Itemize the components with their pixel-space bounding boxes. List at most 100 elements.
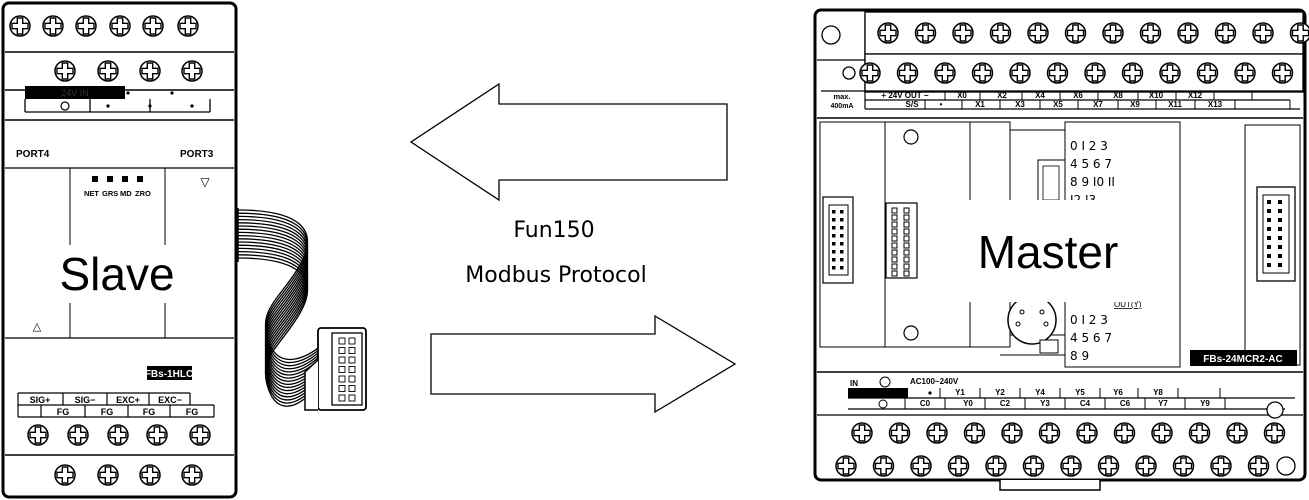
master-label: Master bbox=[978, 226, 1119, 278]
terminal-label: C0 bbox=[920, 399, 931, 408]
master-bottom-screw-icon bbox=[872, 455, 895, 477]
master-top-screw-icon bbox=[1121, 62, 1144, 84]
master-bottom-screw-icon bbox=[1151, 422, 1173, 444]
master-bottom-screw-icon bbox=[926, 422, 948, 444]
slave-port4-label: PORT4 bbox=[16, 149, 50, 160]
input-led-row-2: 4 5 6 7 bbox=[1070, 157, 1112, 171]
terminal-label: X2 bbox=[997, 91, 1007, 100]
master-power-in-label: IN bbox=[850, 379, 858, 388]
terminal-label: X9 bbox=[1130, 100, 1140, 109]
terminal-label: X1 bbox=[975, 100, 985, 109]
terminal-label: Y8 bbox=[1153, 388, 1163, 397]
master-bottom-screw-icon bbox=[1060, 455, 1082, 477]
terminal-label: Y5 bbox=[1075, 388, 1085, 397]
terminal-label: X4 bbox=[1035, 91, 1045, 100]
terminal-label: • bbox=[940, 100, 943, 109]
master-bottom-screw-icon bbox=[1188, 422, 1211, 444]
output-led-row-3: 8 9 bbox=[1070, 349, 1089, 363]
ground-icon bbox=[60, 101, 70, 111]
slave-label-backdrop bbox=[40, 245, 190, 303]
slave-bottom-screw-icon bbox=[67, 424, 89, 446]
terminal-label: Y4 bbox=[1035, 388, 1045, 397]
master-top-screw-icon bbox=[1027, 22, 1049, 44]
slave-top-screw-icon bbox=[97, 60, 119, 82]
slave-bottom-screw-icon bbox=[189, 424, 211, 446]
ribbon-cable bbox=[237, 208, 367, 411]
master-bottom-screw-icon bbox=[888, 422, 911, 444]
master-top-screw-icon bbox=[1084, 62, 1106, 84]
master-top-screw-icon bbox=[1271, 62, 1294, 84]
output-led-row-2: 4 5 6 7 bbox=[1070, 331, 1112, 345]
master-top-screw-icon bbox=[1064, 22, 1087, 44]
terminal-label: X0 bbox=[957, 91, 967, 100]
master-bottom-screw-icon bbox=[910, 455, 932, 477]
master-bottom-screw-icon bbox=[851, 422, 873, 444]
slave-led-zro: ZRO bbox=[135, 189, 151, 198]
protocol-name-label: Modbus Protocol bbox=[465, 263, 646, 288]
slave-label: Slave bbox=[59, 248, 174, 300]
terminal-label: Y6 bbox=[1113, 388, 1123, 397]
slave-port3-label: PORT3 bbox=[180, 149, 214, 160]
slave-module: 24V IN PORT4 PORT3 ▽ △ NET GRS M bbox=[1, 1, 238, 499]
terminal-label: S/S bbox=[906, 100, 920, 109]
master-top-screw-icon bbox=[1159, 62, 1181, 84]
terminal-label: Y3 bbox=[1040, 399, 1050, 408]
slave-port3-arrow-icon: ▽ bbox=[200, 175, 210, 189]
terminal-label: Y0 bbox=[963, 399, 973, 408]
terminal-label: X11 bbox=[1168, 100, 1182, 109]
master-top-screw-icon bbox=[1252, 22, 1274, 44]
master-bottom-screw-icon bbox=[1226, 422, 1248, 444]
protocol-function-label: Fun150 bbox=[513, 218, 594, 243]
slave-term-sig-plus: SIG+ bbox=[30, 395, 51, 405]
master-top-screw-icon bbox=[1009, 62, 1031, 84]
terminal-label: Y1 bbox=[955, 388, 965, 397]
input-led-row-1: 0 I 2 3 bbox=[1070, 139, 1108, 153]
master-top-screw-icon bbox=[934, 62, 956, 84]
master-top-screw-icon bbox=[1234, 62, 1256, 84]
master-to-slave-arrow bbox=[409, 82, 728, 202]
terminal-label: X3 bbox=[1015, 100, 1025, 109]
slave-top-screw-icon bbox=[42, 15, 64, 37]
terminal-label: C4 bbox=[1080, 399, 1091, 408]
terminal-label: C6 bbox=[1120, 399, 1131, 408]
slave-term-exc-plus: EXC+ bbox=[116, 395, 140, 405]
master-bottom-screw-icon bbox=[1210, 455, 1232, 477]
slave-term-fg-4: FG bbox=[186, 407, 199, 417]
master-bottom-screw-icon bbox=[1038, 422, 1061, 444]
slave-bottom-screw-icon bbox=[107, 424, 129, 446]
master-model: FBs-24MCR2-AC bbox=[1203, 354, 1282, 365]
slave-led-grs: GRS bbox=[102, 189, 118, 198]
input-led-row-3: 8 9 I0 II bbox=[1070, 175, 1115, 189]
slave-top-screw-icon bbox=[75, 15, 97, 37]
slave-bottom-screw-icon bbox=[139, 464, 161, 486]
slave-top-screw-icon bbox=[9, 15, 31, 37]
slave-power-label-box bbox=[25, 86, 125, 99]
slave-model: FBs-1HLC bbox=[145, 369, 193, 380]
master-bottom-screw-icon bbox=[1113, 422, 1136, 444]
master-top-screw-icon bbox=[1177, 22, 1199, 44]
slave-top-screw-icon bbox=[142, 15, 164, 37]
master-bottom-screw-icon bbox=[1172, 455, 1195, 477]
master-top-screw-icon bbox=[1214, 22, 1237, 44]
master-bottom-screw-icon bbox=[1263, 422, 1286, 444]
slave-term-fg-3: FG bbox=[143, 407, 156, 417]
slave-top-screw-icon bbox=[139, 60, 161, 82]
master-ac-rating: AC100~240V bbox=[910, 377, 959, 386]
master-bottom-screw-icon bbox=[835, 455, 857, 477]
slave-term-fg-2: FG bbox=[101, 407, 114, 417]
master-bottom-screw-icon bbox=[963, 422, 986, 444]
slave-top-screw-icon bbox=[177, 15, 199, 37]
terminal-label: Y9 bbox=[1200, 399, 1210, 408]
slave-port4-arrow-icon: △ bbox=[33, 320, 42, 333]
master-bottom-screw-icon bbox=[947, 455, 970, 477]
master-top-screw-icon bbox=[1046, 62, 1069, 84]
mini-din-port-icon bbox=[1007, 295, 1057, 345]
slave-top-screw-icon bbox=[109, 15, 131, 37]
terminal-label: C2 bbox=[1000, 399, 1011, 408]
master-label-backdrop bbox=[925, 200, 1135, 302]
master-output-leds: OUT(Y) 0 I 2 3 4 5 6 7 8 9 bbox=[1070, 300, 1142, 363]
mount-hole-icon bbox=[821, 25, 841, 45]
terminal-label: X7 bbox=[1093, 100, 1103, 109]
